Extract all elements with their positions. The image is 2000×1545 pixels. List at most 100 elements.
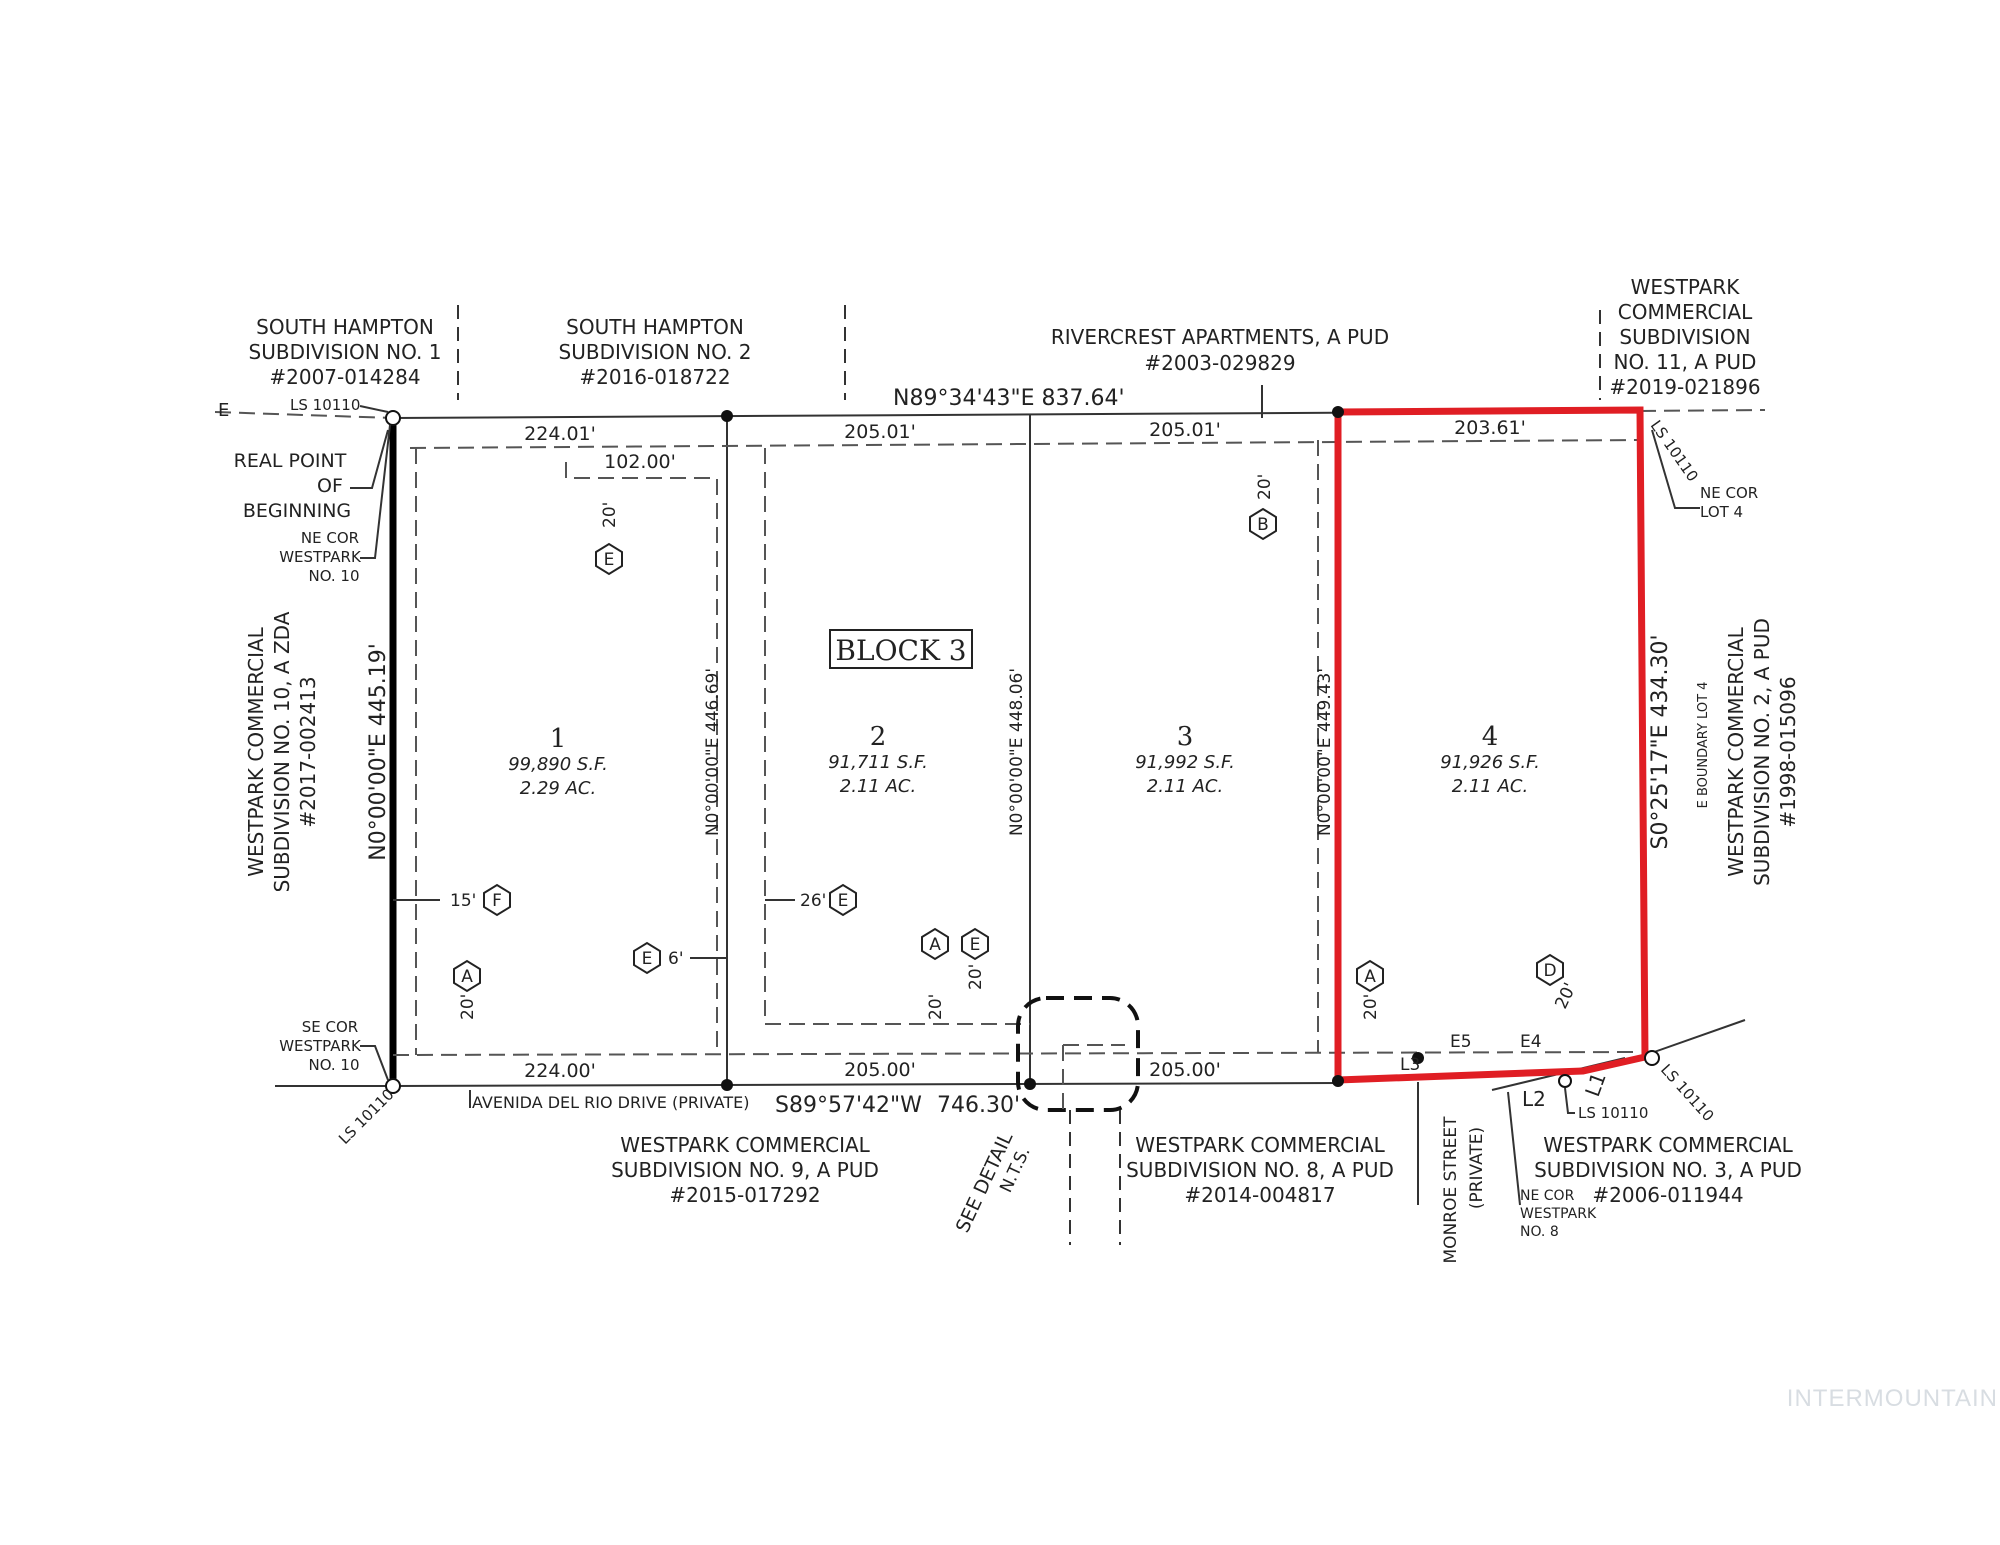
lot-2-area-sf: 91,711 S.F. <box>828 752 928 773</box>
monroe-line-2 <box>1507 1091 1521 1206</box>
neighbor-south-hampton-1-line2: SUBDIVISION NO. 1 <box>249 340 442 364</box>
dim-bottom-lot2: 205.00' <box>844 1059 916 1081</box>
tick-marks <box>457 305 1601 1245</box>
lot-labels: 1 99,890 S.F. 2.29 AC. 2 91,711 S.F. 2.1… <box>508 722 1540 799</box>
bearing-west: N0°00'00"E 445.19' <box>366 643 391 861</box>
callout-ne-cor-wp10-2: WESTPARK <box>279 548 362 566</box>
corner-lot12-s <box>721 1079 733 1091</box>
lot-1-area-ac: 2.29 AC. <box>520 778 596 799</box>
lot-1-number: 1 <box>550 724 567 754</box>
callout-se-cor-wp10-3: NO. 10 <box>308 1056 359 1074</box>
watermark: INTERMOUNTAIN <box>1786 1385 1998 1412</box>
lot-3-number: 3 <box>1177 722 1194 752</box>
easement-tag-b-letter: B <box>1257 515 1269 535</box>
south-boundary <box>392 1082 1339 1087</box>
dim-bottom-lot1: 224.00' <box>524 1060 596 1082</box>
neighbor-westpark-8-line1: WESTPARK COMMERCIAL <box>1135 1133 1385 1157</box>
callout-ls-ne: LS 10110 <box>1647 417 1702 485</box>
boundary-lines <box>214 409 1766 1206</box>
callout-pob-line3: BEGINNING <box>243 500 351 522</box>
neighbor-westpark-2: WESTPARK COMMERCIAL SUBDIVISION NO. 2, A… <box>1724 618 1800 886</box>
block-label-box <box>829 629 973 669</box>
easement-tag-e-3: E <box>633 941 661 975</box>
neighbor-south-hampton-2-line3: #2016-018722 <box>579 365 730 389</box>
callout-ls-wp8: LS 10110 <box>1578 1104 1648 1122</box>
corner-lot12-n <box>721 410 733 422</box>
easement-tags: E 20' B 20' F 15' E 26' E 6' A 20' <box>393 474 1611 1111</box>
neighbor-westpark-11-line5: #2019-021896 <box>1609 375 1760 399</box>
callout-ne-cor-wp8-2: WESTPARK <box>1520 1206 1597 1222</box>
dim-offset-102: 102.00' <box>604 451 676 473</box>
bearing-lot-line-3-4: N0°00'00"E 449.43' <box>1315 668 1335 836</box>
bearing-labels: N89°34'43"E 837.64' S89°57'42"W 746.30' … <box>366 386 1673 1118</box>
corner-sw <box>385 1078 401 1094</box>
dim-top-lot1: 224.01' <box>524 423 596 445</box>
easement-e-3-width: 6' <box>668 949 684 969</box>
lot-2-number: 2 <box>870 722 887 752</box>
easement-tag-e-4: E <box>961 927 989 961</box>
neighbor-westpark-11-line2: COMMERCIAL <box>1618 300 1753 324</box>
easement-a-1-width: 20' <box>458 994 478 1020</box>
easement-e-4-width: 20' <box>966 964 986 990</box>
easement-tag-d: D <box>1536 953 1564 987</box>
easement-tag-e-2-letter: E <box>838 891 849 911</box>
neighbor-labels: SOUTH HAMPTON SUBDIVISION NO. 1 #2007-01… <box>249 275 1802 1207</box>
neighbor-westpark-10-line1: WESTPARK COMMERCIAL <box>244 626 268 876</box>
neighbor-westpark-9-line3: #2015-017292 <box>669 1183 820 1207</box>
corner-lot34-s <box>1332 1075 1344 1087</box>
neighbor-westpark-8-line2: SUBDIVISION NO. 8, A PUD <box>1126 1158 1394 1182</box>
callout-e-left: E <box>218 400 229 421</box>
bearing-north: N89°34'43"E 837.64' <box>893 386 1125 411</box>
lot-4-highlight[interactable] <box>1334 406 1649 1084</box>
neighbor-westpark-11-line4: NO. 11, A PUD <box>1614 350 1757 374</box>
north-west-extension <box>214 411 394 419</box>
leader-ls-wp8 <box>1564 1087 1575 1114</box>
easement-e-1-width: 20' <box>600 502 620 528</box>
lot-3-area-ac: 2.11 AC. <box>1147 776 1223 797</box>
easement-e5: E5 <box>1450 1032 1472 1052</box>
setback-lines <box>392 439 1641 1112</box>
callouts: E LS 10110 REAL POINT OF BEGINNING NE CO… <box>218 396 1758 1263</box>
easement-e-lot1 <box>565 462 718 1050</box>
easement-tag-a-2-letter: A <box>1364 967 1376 987</box>
bearing-lot-line-1-2: N0°00'00"E 446.69' <box>703 668 723 836</box>
bearing-south-distance: 746.30' <box>937 1093 1020 1118</box>
neighbor-westpark-9-line1: WESTPARK COMMERCIAL <box>620 1133 870 1157</box>
corner-se <box>1644 1050 1660 1066</box>
lot-2-area-ac: 2.11 AC. <box>840 776 916 797</box>
setback-south <box>392 1051 1641 1056</box>
lot-line-bearings: N0°00'00"E 446.69' N0°00'00"E 448.06' N0… <box>703 668 1335 836</box>
setback-north <box>409 439 1641 449</box>
dim-bottom-lot3: 205.00' <box>1149 1059 1221 1081</box>
dim-top-lot3: 205.01' <box>1149 419 1221 441</box>
easement-tag-f: F <box>483 883 511 917</box>
easement-a-2-width: 20' <box>1361 994 1381 1020</box>
easement-l2: L2 <box>1522 1087 1546 1111</box>
neighbor-westpark-10-line2: SUBDIVISION NO. 10, A ZDA <box>270 611 294 892</box>
corner-lot23-s <box>1024 1078 1036 1090</box>
dim-top-lot2: 205.01' <box>844 421 916 443</box>
easement-b-width: 20' <box>1255 474 1275 500</box>
lot-1-area-sf: 99,890 S.F. <box>508 754 608 775</box>
easement-tag-b: B <box>1249 507 1277 541</box>
callout-se-cor-wp10-2: WESTPARK <box>279 1037 362 1055</box>
lot-4-area-ac: 2.11 AC. <box>1452 776 1528 797</box>
corner-wp8 <box>1558 1074 1572 1088</box>
leader-ne-cor-wp10 <box>360 424 391 559</box>
leader-ne-cor-lot4 <box>1651 429 1700 509</box>
neighbor-south-hampton-1-line3: #2007-014284 <box>269 365 420 389</box>
bearing-south: S89°57'42"W <box>775 1093 922 1118</box>
corner-nw <box>385 410 401 426</box>
easement-f-width: 15' <box>450 891 476 911</box>
callout-pob-line2: OF <box>317 475 343 497</box>
neighbor-westpark-2-line2: SUBDIVISION NO. 2, A PUD <box>1750 618 1774 886</box>
easement-tag-e-1: E <box>595 542 623 576</box>
easement-tag-e-4-letter: E <box>970 935 981 955</box>
callout-ls-se: LS 10110 <box>1657 1061 1717 1125</box>
easement-d-width: 20' <box>1551 980 1580 1012</box>
neighbor-westpark-11-line3: SUBDIVISION <box>1619 325 1750 349</box>
callout-ne-cor-wp10-1: NE COR <box>301 529 359 547</box>
easement-tag-a-1: A <box>453 959 481 993</box>
neighbor-rivercrest-line1: RIVERCREST APARTMENTS, A PUD <box>1051 325 1389 349</box>
